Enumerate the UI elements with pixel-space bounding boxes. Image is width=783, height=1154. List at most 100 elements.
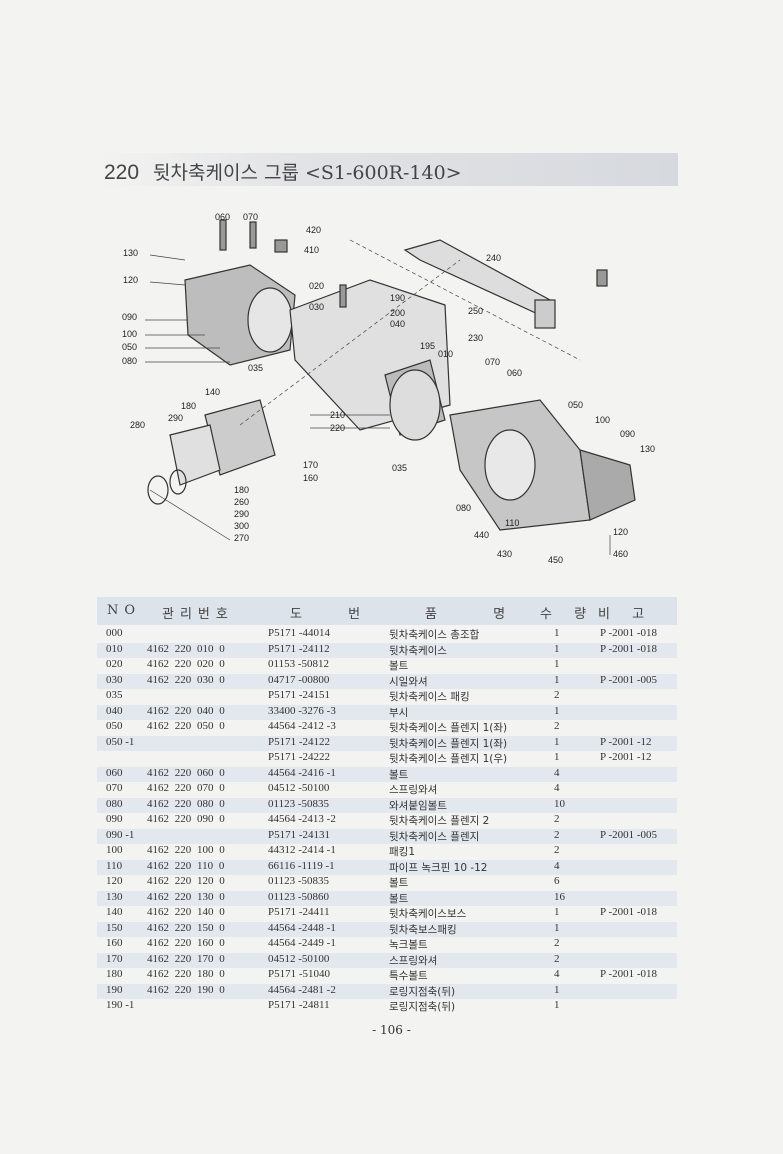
cell-part-name: 뒷차축케이스 플렌지 1(좌) xyxy=(389,737,508,750)
cell-drawing-number: 04512 -50100 xyxy=(268,952,330,965)
cell-part-no: 190 -1 xyxy=(106,999,135,1011)
cell-mgmt-number: 4162 220 040 0 xyxy=(147,704,225,717)
cell-drawing-number: P5171 -24811 xyxy=(268,999,330,1011)
cell-quantity: 1 xyxy=(554,751,560,763)
cell-remark: P -2001 -018 xyxy=(600,968,658,980)
cell-quantity: 1 xyxy=(554,999,560,1011)
cell-part-name: 뒷차축케이스 패킹 xyxy=(389,691,470,703)
callout-label: 160 xyxy=(303,473,319,483)
cell-part-no: 100 xyxy=(106,844,123,856)
page-number: - 106 - xyxy=(372,1023,411,1037)
cell-mgmt-number: 4162 220 030 0 xyxy=(147,673,225,686)
callout-label: 060 xyxy=(507,368,523,378)
cell-part-name: 볼트 xyxy=(389,877,409,889)
cell-quantity: 6 xyxy=(554,875,560,887)
cell-part-name: 뒷차축케이스 플렌지 1(좌) xyxy=(389,722,508,734)
callout-label: 170 xyxy=(303,460,319,470)
column-header-part-name: 품 명 xyxy=(425,607,512,622)
callout-label: 200 xyxy=(390,308,406,318)
cell-drawing-number: 01123 -50835 xyxy=(268,797,330,810)
cell-part-name: 특수볼트 xyxy=(389,970,428,982)
cell-quantity: 4 xyxy=(554,968,560,980)
callout-label: 070 xyxy=(243,212,259,222)
cell-part-name: 패킹1 xyxy=(389,846,416,858)
cell-part-name: 로링지점축(뒤) xyxy=(389,985,456,998)
cell-part-no: 050 xyxy=(106,720,123,732)
cell-quantity: 1 xyxy=(554,921,560,934)
cell-drawing-number: P5171 -24112 xyxy=(268,642,330,655)
callout-label: 280 xyxy=(130,420,146,430)
cell-drawing-number: 44564 -2481 -2 xyxy=(268,983,336,996)
cell-part-no: 170 xyxy=(106,952,123,965)
cell-quantity: 1 xyxy=(554,627,560,639)
callout-label: 050 xyxy=(568,400,584,410)
callout-label: 035 xyxy=(248,363,264,373)
callout-label: 010 xyxy=(438,349,454,359)
cell-quantity: 2 xyxy=(554,720,560,732)
section-title: 뒷차축케이스 그룹 <S1-600R-140> xyxy=(153,162,462,184)
cell-drawing-number: 44312 -2414 -1 xyxy=(268,844,336,856)
cell-part-name: 볼트 xyxy=(389,660,409,672)
cell-quantity: 4 xyxy=(554,859,560,872)
callout-label: 290 xyxy=(234,509,250,519)
cell-part-no: 080 xyxy=(106,797,123,810)
cell-part-name: 볼트 xyxy=(389,768,409,781)
cell-remark: P -2001 -12 xyxy=(600,751,652,763)
cell-part-name: 스프링와셔 xyxy=(389,784,438,796)
callout-label: 210 xyxy=(330,410,346,420)
cell-drawing-number: P5171 -24151 xyxy=(268,689,331,701)
cell-drawing-number: 44564 -2416 -1 xyxy=(268,766,336,779)
callout-label: 460 xyxy=(613,549,629,559)
callout-label: 090 xyxy=(620,429,636,439)
callout-label: 180 xyxy=(234,485,250,495)
callout-label: 030 xyxy=(309,302,325,312)
callout-label: 070 xyxy=(485,357,501,367)
callout-label: 050 xyxy=(122,342,138,352)
cell-part-name: 뒷차축케이스보스 xyxy=(389,908,467,920)
cell-drawing-number: 44564 -2449 -1 xyxy=(268,937,336,949)
table-header xyxy=(97,597,677,625)
callout-label: 420 xyxy=(306,225,322,235)
callout-label: 090 xyxy=(122,312,138,322)
cell-remark: P -2001 -018 xyxy=(600,906,658,918)
callout-label: 140 xyxy=(205,387,221,397)
cell-part-name: 부시 xyxy=(389,706,409,719)
cell-mgmt-number: 4162 220 130 0 xyxy=(147,890,225,903)
callout-label: 190 xyxy=(390,293,406,303)
cell-quantity: 4 xyxy=(554,782,560,794)
cell-drawing-number: 33400 -3276 -3 xyxy=(268,704,336,717)
cell-part-name: 뒷차축케이스 총조합 xyxy=(389,629,480,641)
cell-mgmt-number: 4162 220 100 0 xyxy=(147,844,225,856)
cell-drawing-number: 66116 -1119 -1 xyxy=(268,859,335,872)
callout-label: 100 xyxy=(122,329,138,339)
cell-part-name: 볼트 xyxy=(389,892,409,905)
callout-label: 240 xyxy=(486,253,502,263)
section-number: 220 xyxy=(104,161,140,184)
callout-label: 230 xyxy=(468,333,484,343)
cell-drawing-number: P5171 -24222 xyxy=(268,751,331,763)
cell-part-no: 035 xyxy=(106,689,123,701)
cell-quantity: 1 xyxy=(554,704,560,717)
cell-part-name: 뒷차축케이스 플렌지 1(우) xyxy=(389,753,508,765)
cell-mgmt-number: 4162 220 170 0 xyxy=(147,952,225,965)
column-header-no: NO xyxy=(107,603,142,618)
cell-quantity: 1 xyxy=(554,983,560,996)
cell-part-no: 030 xyxy=(106,673,123,686)
cell-part-name: 시일와셔 xyxy=(389,675,428,688)
callout-label: 410 xyxy=(304,245,320,255)
cell-part-no: 090 -1 xyxy=(106,828,135,841)
cell-remark: P -2001 -12 xyxy=(600,735,652,748)
